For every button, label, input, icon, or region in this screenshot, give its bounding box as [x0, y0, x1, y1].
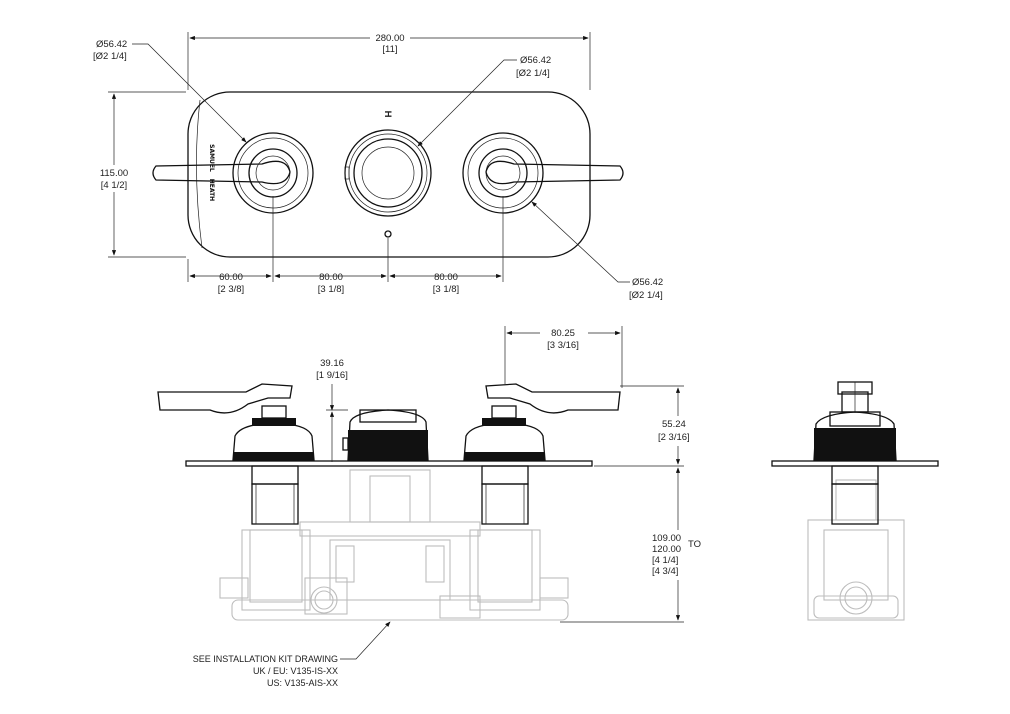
right-lever-side	[485, 383, 621, 414]
front-view: H SAMUEL HEATH	[152, 91, 624, 258]
depth-min-mm: 109.00	[652, 533, 681, 544]
hot-mark: H	[382, 111, 393, 118]
dia-center-in: [Ø2 1/4]	[516, 68, 550, 79]
note-line1: SEE INSTALLATION KIT DRAWING	[193, 654, 338, 664]
dia-center-mm: Ø56.42	[520, 55, 551, 66]
depth-to: TO	[688, 539, 701, 550]
spacing1-in: [2 3/8]	[218, 284, 244, 295]
right-valve-side	[463, 383, 621, 525]
spacing2-mm: 80.00	[319, 272, 343, 283]
lever-in: [3 3/16]	[547, 340, 579, 351]
installation-note: SEE INSTALLATION KIT DRAWING UK / EU: V1…	[193, 621, 391, 688]
left-lever-side	[157, 383, 293, 414]
overall-mm: 55.24	[662, 419, 686, 430]
valve-body-ghost	[219, 469, 569, 621]
depth-max-mm: 120.00	[652, 544, 681, 555]
faceplate	[187, 91, 591, 258]
height-mm: 115.00	[100, 168, 128, 179]
note-line2: UK / EU: V135-IS-XX	[253, 666, 338, 676]
dia-right-in: [Ø2 1/4]	[629, 290, 663, 301]
front-dimensions: 280.00 [11] 115.00 [4 1/2] Ø56.42 [Ø2 1/…	[93, 32, 663, 301]
projection-in: [1 9/16]	[316, 370, 348, 381]
center-knob-side	[342, 409, 429, 461]
spacing3-in: [3 1/8]	[433, 284, 459, 295]
elevation-plate	[185, 460, 593, 467]
width-mm: 280.00	[375, 33, 404, 44]
brand-mark-top: SAMUEL	[208, 144, 215, 172]
elevation-view	[157, 383, 621, 621]
projection-mm: 39.16	[320, 358, 344, 369]
dia-left-mm: Ø56.42	[96, 39, 127, 50]
depth-min-in: [4 1/4]	[652, 555, 678, 566]
end-plate	[771, 460, 939, 467]
note-line3: US: V135-AIS-XX	[267, 678, 338, 688]
end-body-ghost	[807, 479, 905, 621]
lever-mm: 80.25	[551, 328, 575, 339]
width-in: [11]	[382, 44, 397, 55]
right-valve-front	[462, 132, 624, 214]
overall-in: [2 3/16]	[658, 432, 690, 443]
spacing3-mm: 80.00	[434, 272, 458, 283]
elevation-dimensions: 39.16 [1 9/16] 80.25 [3 3/16] 55.24 [2 3…	[316, 326, 701, 623]
spacing1-mm: 60.00	[219, 272, 243, 283]
left-valve-front	[152, 132, 314, 214]
height-in: [4 1/2]	[101, 180, 127, 191]
center-knob-front	[344, 129, 432, 238]
brand-mark-bottom: HEATH	[208, 179, 215, 201]
dia-right-mm: Ø56.42	[632, 277, 663, 288]
left-lever	[152, 160, 291, 185]
left-valve-side	[157, 383, 315, 525]
depth-max-in: [4 3/4]	[652, 566, 678, 577]
end-view	[771, 381, 939, 621]
spacing2-in: [3 1/8]	[318, 284, 344, 295]
dia-left-in: [Ø2 1/4]	[93, 51, 127, 62]
right-lever	[485, 160, 624, 185]
